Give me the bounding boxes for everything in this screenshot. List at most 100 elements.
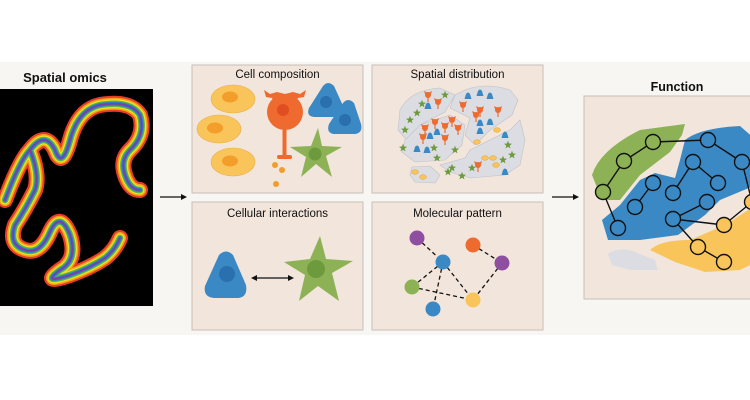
star-marker <box>430 143 438 152</box>
star-marker <box>499 155 507 164</box>
yellow-marker <box>493 127 501 133</box>
neuron-marker <box>459 101 467 112</box>
neuron-marker <box>441 122 449 133</box>
network-node <box>733 153 750 171</box>
network-node <box>709 174 727 192</box>
dashed-edge <box>442 261 474 301</box>
blue-marker <box>426 132 434 139</box>
dashed-edge <box>411 286 474 301</box>
blue-marker <box>486 92 494 99</box>
network-node <box>609 219 627 237</box>
function-panel <box>583 95 750 300</box>
molecule-node <box>465 237 481 253</box>
network-node <box>689 238 707 256</box>
network-node <box>664 184 682 202</box>
neuron-marker <box>441 134 449 145</box>
blue-marker <box>464 92 472 99</box>
blue-marker <box>423 146 431 153</box>
network-node <box>699 131 717 149</box>
cell-markers <box>399 89 516 180</box>
neuron-icon <box>264 90 306 187</box>
star-marker <box>433 153 441 162</box>
yellow-cells-icon <box>196 84 256 177</box>
network-node <box>684 153 702 171</box>
panel-title: Molecular pattern <box>413 208 502 220</box>
network-node <box>698 193 716 211</box>
dashed-edge <box>472 262 503 301</box>
blue-marker <box>433 128 441 135</box>
yellow-marker <box>411 169 419 175</box>
molecule-node <box>404 279 420 295</box>
gray-region <box>608 249 658 270</box>
neuron-marker <box>454 124 462 135</box>
blue-marker <box>413 145 421 152</box>
panel-cellular-interactions: Cellular interactions <box>191 201 364 331</box>
neuron-marker <box>474 161 482 172</box>
molecular-network <box>404 230 510 317</box>
yellow-marker <box>419 174 427 180</box>
neuron-marker <box>419 133 427 144</box>
green-star-cell-icon <box>290 128 342 177</box>
star-marker <box>451 145 459 154</box>
star-marker <box>401 125 409 134</box>
star-marker <box>458 171 466 180</box>
network-node <box>644 174 662 192</box>
blue-cell-icon <box>204 251 247 298</box>
star-marker <box>406 115 414 124</box>
panel-title: Cellular interactions <box>227 208 328 220</box>
star-marker <box>413 108 421 117</box>
molecule-node <box>494 255 510 271</box>
arrow-icon <box>160 194 187 200</box>
network-node <box>664 210 682 228</box>
panel-title: Cell composition <box>235 69 319 81</box>
star-marker <box>444 167 452 176</box>
neuron-marker <box>421 124 429 135</box>
functional-network <box>594 131 750 271</box>
network-edge <box>672 218 725 226</box>
blue-marker <box>501 131 509 138</box>
molecule-node <box>465 292 481 308</box>
double-arrow-icon <box>251 275 294 281</box>
molecule-node <box>425 301 441 317</box>
yellow-marker <box>489 155 497 161</box>
neuron-marker <box>434 98 442 109</box>
spatial-omics-title: Spatial omics <box>23 70 107 85</box>
network-node <box>594 183 612 201</box>
green-region <box>592 124 685 200</box>
network-node <box>743 194 750 210</box>
star-marker <box>448 163 456 172</box>
neuron-marker <box>424 91 432 102</box>
blue-marker <box>486 118 494 125</box>
star-marker <box>508 150 516 159</box>
panel-spatial-distribution: Spatial distribution <box>371 64 544 194</box>
dashed-edge <box>432 261 444 310</box>
molecule-node <box>435 254 451 270</box>
blue-marker <box>476 89 484 96</box>
star-marker <box>399 143 407 152</box>
network-node <box>626 198 644 216</box>
star-marker <box>504 140 512 149</box>
yellow-marker <box>492 162 500 168</box>
panel-title: Spatial distribution <box>411 69 505 81</box>
star-marker <box>441 90 449 99</box>
function-title: Function <box>651 80 704 94</box>
star-marker <box>468 163 476 172</box>
neuron-marker <box>448 116 456 127</box>
network-node <box>644 133 662 151</box>
neuron-marker <box>431 118 439 129</box>
neuron-marker <box>494 106 502 117</box>
network-edge <box>652 139 709 143</box>
network-node <box>615 152 633 170</box>
network-node <box>715 216 733 234</box>
blue-marker <box>424 102 432 109</box>
blue-marker <box>476 127 484 134</box>
panel-cell-composition: Cell composition <box>191 64 364 194</box>
green-star-cell-icon <box>284 236 353 301</box>
blue-marker <box>501 168 509 175</box>
yellow-marker <box>481 155 489 161</box>
yellow-marker <box>473 139 481 145</box>
network-node <box>715 253 733 271</box>
blue-cells-icon <box>308 83 362 134</box>
brain-section-image <box>0 89 153 306</box>
